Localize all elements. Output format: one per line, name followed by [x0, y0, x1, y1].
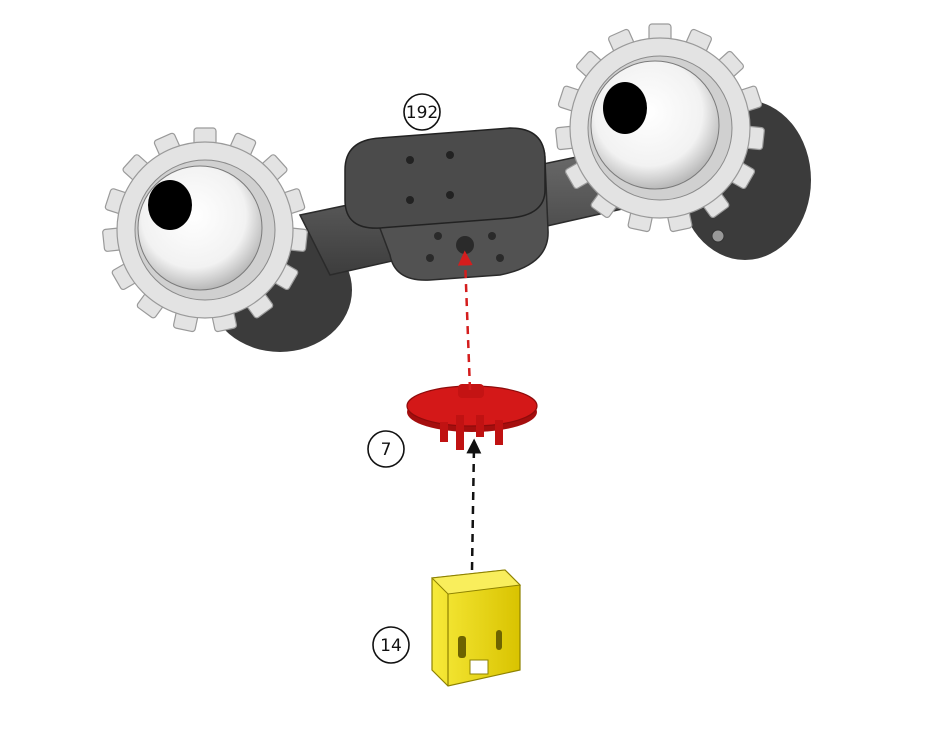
- hole-icon: [406, 156, 414, 164]
- left-eye: [138, 166, 262, 290]
- red-hub-disc: [407, 384, 537, 450]
- slot-icon: [496, 630, 502, 650]
- hole-icon: [446, 151, 454, 159]
- step-label-text: 192: [406, 103, 438, 123]
- step-label-text: 7: [381, 440, 392, 460]
- step-label-text: 14: [380, 636, 402, 656]
- hole-icon: [406, 196, 414, 204]
- step-label-192: 192: [404, 94, 440, 130]
- arrow-block-to-red-hub: [472, 446, 474, 570]
- hole-icon: [446, 191, 454, 199]
- step-label-14: 14: [373, 627, 409, 663]
- slot-icon: [458, 636, 466, 658]
- wheel-axle-assembly: [102, 24, 811, 352]
- yellow-connector-block: [432, 570, 520, 686]
- step-label-7: 7: [368, 431, 404, 467]
- right-pupil: [603, 82, 647, 134]
- center-hole-icon: [456, 236, 474, 254]
- left-pupil: [148, 180, 192, 230]
- axle-screw-icon: [712, 230, 724, 242]
